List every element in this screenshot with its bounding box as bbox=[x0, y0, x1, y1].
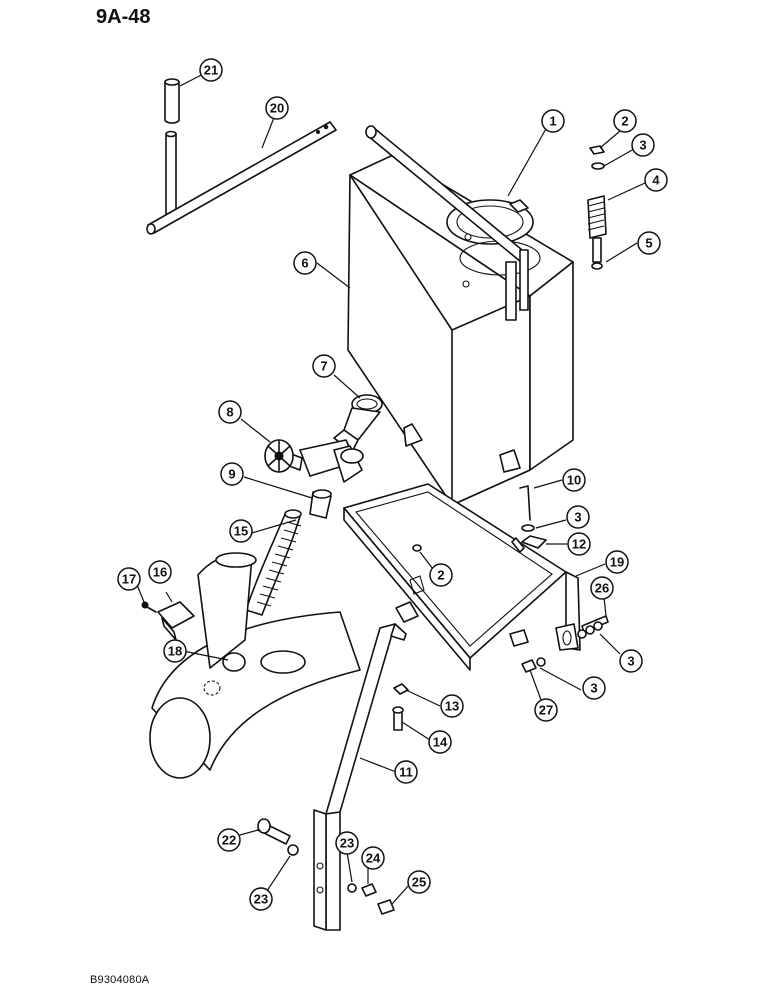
document-code: B9304080A bbox=[90, 974, 150, 986]
callout-8: 8 bbox=[218, 400, 242, 424]
part-elbow-7 bbox=[333, 394, 383, 453]
callout-14: 14 bbox=[428, 730, 452, 754]
svg-text:8: 8 bbox=[226, 405, 233, 420]
callout-7: 7 bbox=[312, 354, 336, 378]
callout-2: 2 bbox=[429, 563, 453, 587]
part-exhaust-18 bbox=[149, 552, 361, 779]
svg-text:6: 6 bbox=[301, 256, 308, 271]
part-hook-bolt-10 bbox=[511, 485, 547, 553]
svg-text:5: 5 bbox=[645, 236, 652, 251]
callout-1: 1 bbox=[541, 109, 565, 133]
svg-text:22: 22 bbox=[222, 833, 236, 848]
svg-text:26: 26 bbox=[595, 581, 609, 596]
svg-text:3: 3 bbox=[590, 681, 597, 696]
callout-25: 25 bbox=[407, 870, 431, 894]
callout-22: 22 bbox=[217, 828, 241, 852]
callout-24: 24 bbox=[361, 846, 385, 870]
callout-5: 5 bbox=[637, 231, 661, 255]
svg-text:23: 23 bbox=[340, 836, 354, 851]
part-valve-8 bbox=[264, 439, 364, 483]
svg-text:17: 17 bbox=[122, 572, 136, 587]
svg-text:3: 3 bbox=[627, 654, 634, 669]
callout-26: 26 bbox=[590, 576, 614, 600]
part-screw-17 bbox=[141, 601, 157, 613]
svg-text:3: 3 bbox=[639, 138, 646, 153]
part-nipple-9 bbox=[309, 489, 332, 519]
callout-3: 3 bbox=[619, 649, 643, 673]
callout-20: 20 bbox=[265, 96, 289, 120]
callout-12: 12 bbox=[567, 532, 591, 556]
svg-text:20: 20 bbox=[270, 101, 284, 116]
hardware bbox=[257, 145, 609, 915]
svg-text:4: 4 bbox=[652, 173, 660, 188]
svg-text:10: 10 bbox=[567, 473, 581, 488]
svg-text:21: 21 bbox=[204, 63, 218, 78]
callout-19: 19 bbox=[605, 550, 629, 574]
callout-17: 17 bbox=[117, 567, 141, 591]
svg-text:7: 7 bbox=[320, 359, 327, 374]
svg-text:13: 13 bbox=[445, 699, 459, 714]
svg-text:16: 16 bbox=[153, 565, 167, 580]
callout-15: 15 bbox=[229, 519, 253, 543]
callout-23: 23 bbox=[335, 831, 359, 855]
callout-21: 21 bbox=[199, 58, 223, 82]
callout-3: 3 bbox=[631, 133, 655, 157]
svg-text:24: 24 bbox=[366, 851, 381, 866]
svg-text:14: 14 bbox=[433, 735, 448, 750]
svg-text:12: 12 bbox=[572, 537, 586, 552]
callout-2: 2 bbox=[613, 109, 637, 133]
callout-18: 18 bbox=[163, 639, 187, 663]
part-tank-6 bbox=[347, 125, 574, 506]
svg-text:27: 27 bbox=[539, 703, 553, 718]
part-tube-21 bbox=[164, 78, 180, 124]
callout-10: 10 bbox=[562, 468, 586, 492]
callout-9: 9 bbox=[220, 462, 244, 486]
part-cap-16 bbox=[157, 601, 195, 641]
svg-text:3: 3 bbox=[574, 510, 581, 525]
part-rod-20 bbox=[146, 121, 337, 235]
svg-text:19: 19 bbox=[610, 555, 624, 570]
svg-text:2: 2 bbox=[437, 568, 444, 583]
svg-text:2: 2 bbox=[621, 114, 628, 129]
svg-text:18: 18 bbox=[168, 644, 182, 659]
callout-27: 27 bbox=[534, 698, 558, 722]
svg-text:25: 25 bbox=[412, 875, 426, 890]
part-brace-11 bbox=[313, 623, 407, 931]
callout-16: 16 bbox=[148, 560, 172, 584]
part-tray-19 bbox=[343, 483, 581, 671]
svg-text:9: 9 bbox=[228, 467, 235, 482]
callout-3: 3 bbox=[566, 505, 590, 529]
svg-text:23: 23 bbox=[254, 892, 268, 907]
callout-4: 4 bbox=[644, 168, 668, 192]
svg-text:1: 1 bbox=[549, 114, 556, 129]
callout-3: 3 bbox=[582, 676, 606, 700]
svg-text:11: 11 bbox=[399, 765, 413, 780]
callout-11: 11 bbox=[394, 760, 418, 784]
svg-text:15: 15 bbox=[234, 524, 248, 539]
callout-6: 6 bbox=[293, 251, 317, 275]
callout-13: 13 bbox=[440, 694, 464, 718]
page-number: 9A-48 bbox=[96, 6, 151, 28]
callout-23: 23 bbox=[249, 887, 273, 911]
